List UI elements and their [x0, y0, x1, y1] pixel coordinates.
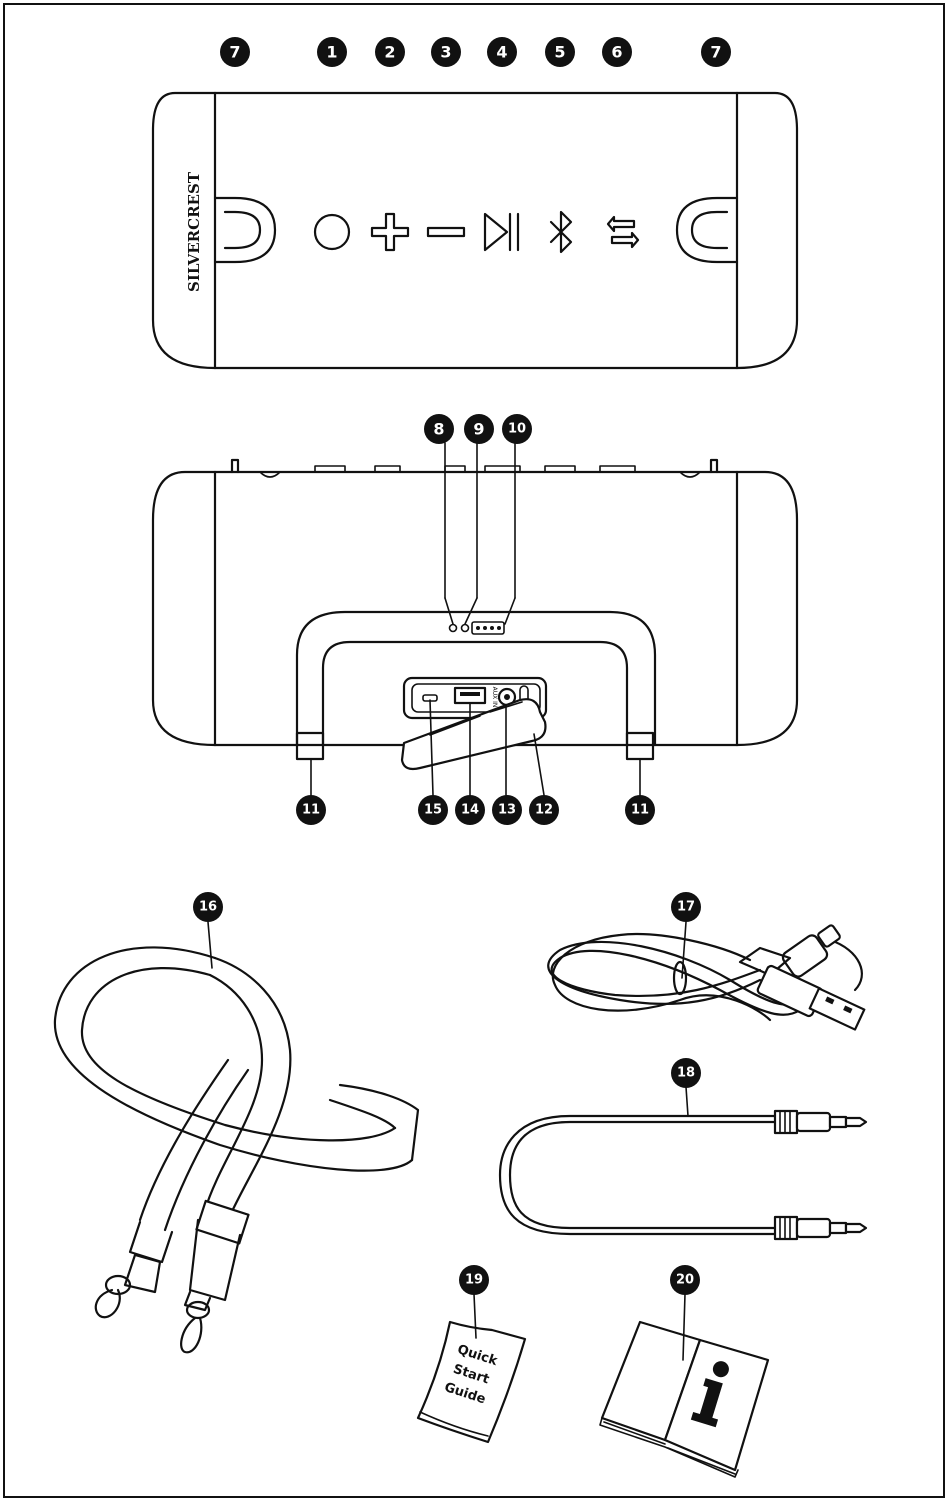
volume-up-button[interactable] [372, 214, 408, 250]
callout-7-right: 7 [701, 37, 731, 67]
speaker-top-view: SILVERCREST [153, 93, 797, 368]
svg-text:17: 17 [677, 900, 695, 915]
bluetooth-button[interactable] [551, 212, 571, 252]
svg-text:14: 14 [461, 803, 479, 818]
svg-text:2: 2 [384, 43, 395, 62]
callout-1: 1 [317, 37, 347, 67]
aux-audio-cable [500, 1111, 866, 1239]
callout-20: 20 [670, 1265, 700, 1295]
callout-15: 15 [418, 795, 448, 825]
svg-text:16: 16 [199, 900, 217, 915]
volume-down-button[interactable] [428, 228, 464, 236]
svg-text:20: 20 [676, 1273, 694, 1288]
callout-6: 6 [602, 37, 632, 67]
callout-4: 4 [487, 37, 517, 67]
play-pause-button[interactable] [485, 214, 518, 250]
svg-text:11: 11 [302, 803, 320, 818]
svg-text:5: 5 [554, 43, 565, 62]
svg-text:12: 12 [535, 803, 553, 818]
callout-12: 12 [529, 795, 559, 825]
brand-logo: SILVERCREST [185, 171, 203, 292]
usb-charging-cable [548, 924, 864, 1029]
callout-5: 5 [545, 37, 575, 67]
callout-10: 10 [502, 414, 532, 444]
callout-19: 19 [459, 1265, 489, 1295]
callout-8: 8 [424, 414, 454, 444]
svg-text:3: 3 [440, 43, 451, 62]
callout-2: 2 [375, 37, 405, 67]
svg-text:9: 9 [473, 420, 484, 439]
carrying-strap [55, 947, 418, 1352]
svg-text:4: 4 [496, 43, 507, 62]
svg-text:11: 11 [631, 803, 649, 818]
callout-13: 13 [492, 795, 522, 825]
callout-7-left: 7 [220, 37, 250, 67]
power-button[interactable] [315, 215, 349, 249]
svg-text:13: 13 [498, 803, 516, 818]
strap-loop-right [677, 198, 737, 262]
speaker-back-view: AUX IN [153, 460, 797, 769]
svg-text:18: 18 [677, 1066, 695, 1081]
status-leds [450, 622, 505, 634]
svg-text:1: 1 [326, 43, 337, 62]
aux-in-label: AUX IN [491, 687, 498, 708]
callout-11-left: 11 [296, 795, 326, 825]
svg-text:19: 19 [465, 1273, 483, 1288]
port-cover-flap[interactable] [402, 699, 545, 769]
svg-text:8: 8 [433, 420, 444, 439]
callout-9: 9 [464, 414, 494, 444]
strap-loop-left [215, 198, 275, 262]
svg-text:7: 7 [710, 43, 721, 62]
quick-start-guide: Quick Start Guide [418, 1322, 525, 1442]
callout-17: 17 [671, 892, 701, 922]
callout-3: 3 [431, 37, 461, 67]
mode-switch-button[interactable] [608, 217, 638, 247]
svg-text:15: 15 [424, 803, 442, 818]
callout-18: 18 [671, 1058, 701, 1088]
svg-text:10: 10 [508, 422, 526, 437]
svg-text:7: 7 [229, 43, 240, 62]
leader-lines [208, 443, 688, 1360]
callout-16: 16 [193, 892, 223, 922]
callout-14: 14 [455, 795, 485, 825]
svg-text:6: 6 [611, 43, 622, 62]
callout-11-right: 11 [625, 795, 655, 825]
